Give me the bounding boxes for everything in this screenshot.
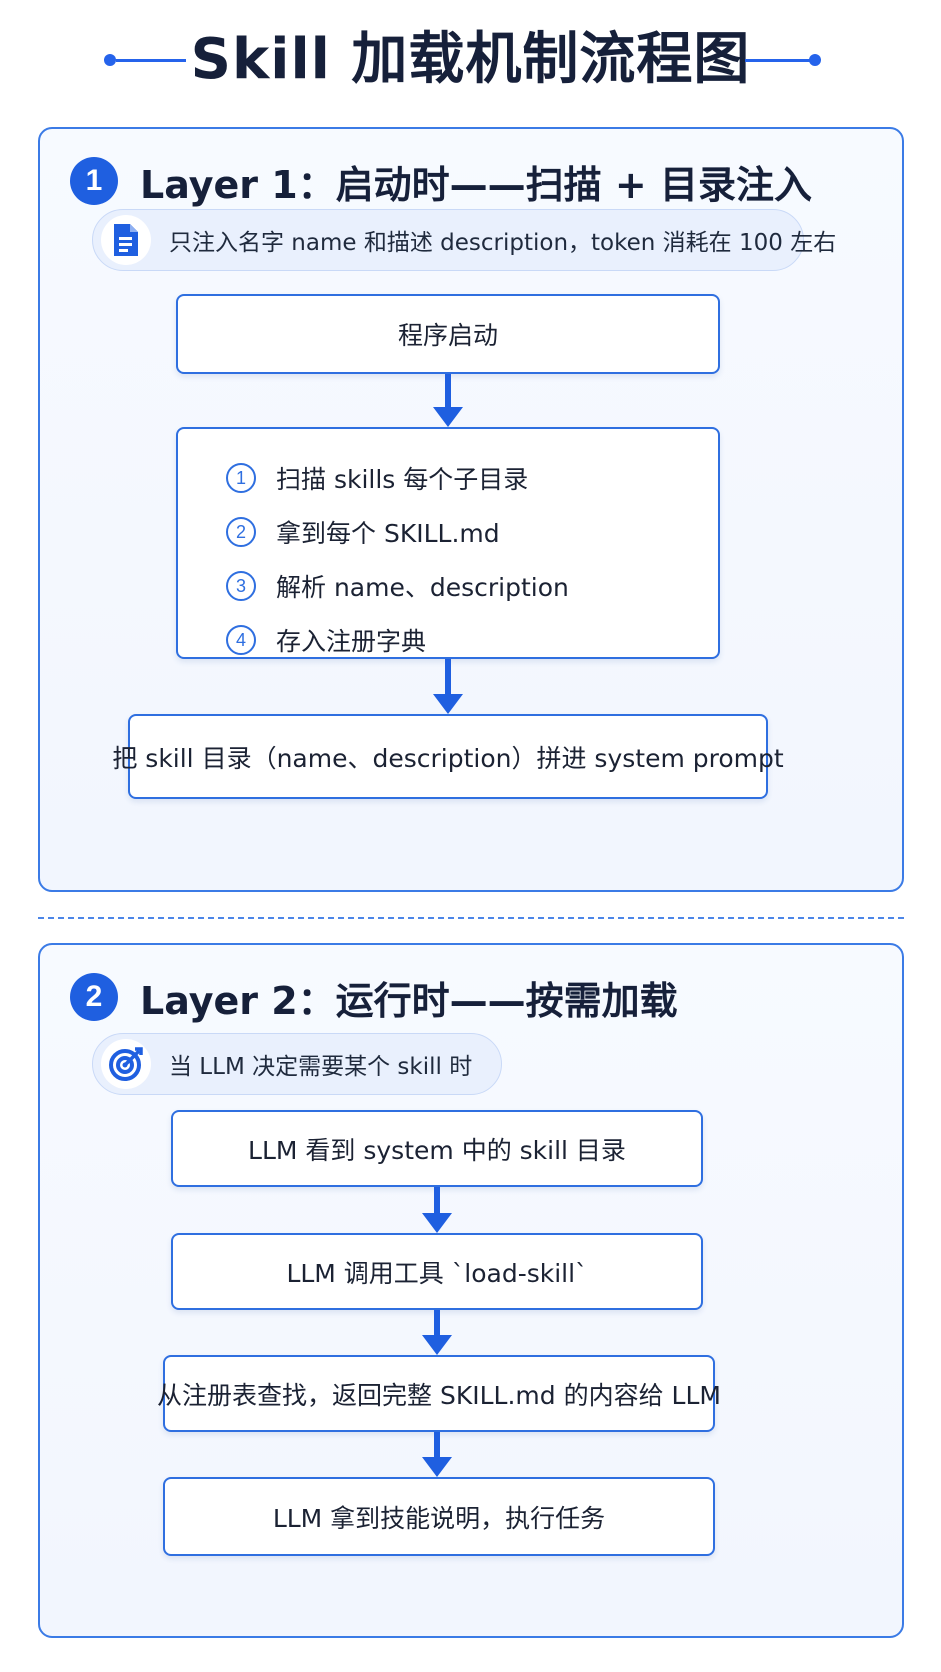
layer2-number-badge: 2: [70, 973, 118, 1021]
step-number: 4: [226, 625, 256, 655]
flow-box-see-catalog: LLM 看到 system 中的 skill 目录: [171, 1110, 703, 1187]
flow-box-execute: LLM 拿到技能说明，执行任务: [163, 1477, 715, 1556]
flow-arrow: [433, 374, 463, 427]
target-icon: [101, 1039, 151, 1089]
flow-arrow: [422, 1187, 452, 1233]
layer1-header: 1 Layer 1：启动时——扫描 + 目录注入: [70, 151, 812, 211]
step-text: 扫描 skills 每个子目录: [276, 465, 529, 494]
document-icon: [101, 215, 151, 265]
layer1-number-badge: 1: [70, 157, 118, 205]
step-number: 1: [226, 463, 256, 493]
flow-arrow: [422, 1432, 452, 1477]
flow-box-inject: 把 skill 目录（name、description）拼进 system pr…: [112, 714, 784, 799]
layer1-note-text: 只注入名字 name 和描述 description，token 消耗在 100…: [169, 230, 837, 256]
layer2-title: Layer 2：运行时——按需加载: [140, 978, 678, 1023]
flow-arrow: [422, 1310, 452, 1355]
section-divider: [38, 917, 904, 919]
flow-arrow: [433, 659, 463, 714]
flow-box-call-tool: LLM 调用工具 `load-skill`: [171, 1233, 703, 1310]
step-text: 拿到每个 SKILL.md: [276, 519, 500, 548]
flow-box-lookup: 从注册表查找，返回完整 SKILL.md 的内容给 LLM: [157, 1355, 721, 1432]
title-area: Skill 加载机制流程图: [0, 20, 941, 100]
step-number: 2: [226, 517, 256, 547]
title-deco-dot-right: [809, 54, 821, 66]
step-item: 2 拿到每个 SKILL.md: [226, 505, 718, 559]
layer1-note: 只注入名字 name 和描述 description，token 消耗在 100…: [92, 209, 836, 271]
step-text: 存入注册字典: [276, 627, 427, 656]
step-item: 3 解析 name、description: [226, 559, 718, 613]
step-item: 1 扫描 skills 每个子目录: [226, 451, 718, 505]
page-title: Skill 加载机制流程图: [190, 27, 751, 92]
step-text: 解析 name、description: [276, 573, 569, 602]
title-deco-dot-left: [104, 54, 116, 66]
step-item: 4 存入注册字典: [226, 613, 718, 667]
step-number: 3: [226, 571, 256, 601]
title-deco-line-right: [745, 59, 815, 62]
layer2-header: 2 Layer 2：运行时——按需加载: [70, 967, 678, 1027]
layer1-panel: 1 Layer 1：启动时——扫描 + 目录注入 只注入名字 name 和描述 …: [38, 127, 904, 892]
flow-box-start: 程序启动: [176, 294, 720, 374]
layer2-panel: 2 Layer 2：运行时——按需加载 当 LLM 决定需要某个 skill 时…: [38, 943, 904, 1638]
layer1-title: Layer 1：启动时——扫描 + 目录注入: [140, 162, 812, 207]
scan-steps-box: 1 扫描 skills 每个子目录 2 拿到每个 SKILL.md 3 解析 n…: [176, 427, 720, 659]
title-deco-line-left: [116, 59, 186, 62]
layer2-note-text: 当 LLM 决定需要某个 skill 时: [169, 1054, 473, 1080]
layer2-note: 当 LLM 决定需要某个 skill 时: [92, 1033, 502, 1095]
